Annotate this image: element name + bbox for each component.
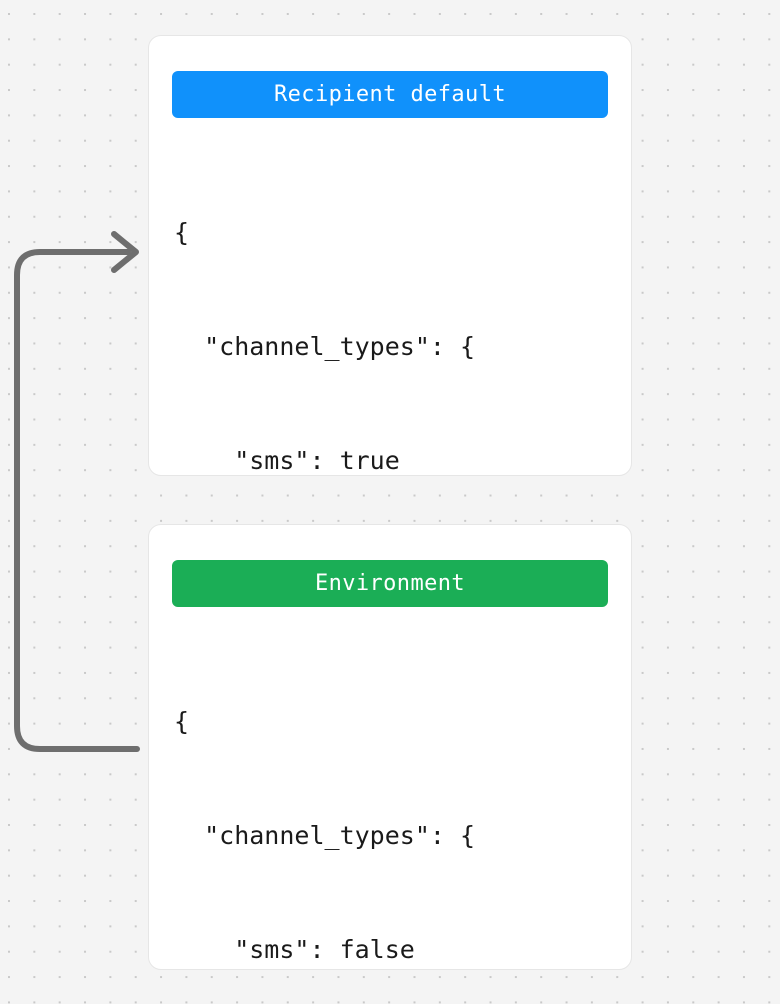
connector-path [14,249,140,752]
card-header-label: Environment [314,571,466,596]
code-line: "sms": false [174,935,415,964]
card-header-recipient-default: Recipient default [172,71,608,118]
arrowhead-icon [111,231,139,273]
code-line: "sms": true [174,446,400,475]
json-code-environment: { "channel_types": { "sms": false }, "ca… [174,627,550,1004]
code-line: "channel_types": { [174,821,476,850]
code-line: "channel_types": { [174,332,476,361]
card-header-label: Recipient default [274,82,506,107]
code-line: { [174,218,190,247]
card-recipient-default: Recipient default { "channel_types": { "… [148,35,632,931]
card-environment: Environment { "channel_types": { "sms": … [148,524,632,970]
card-header-environment: Environment [172,560,608,607]
code-line: { [174,707,190,736]
